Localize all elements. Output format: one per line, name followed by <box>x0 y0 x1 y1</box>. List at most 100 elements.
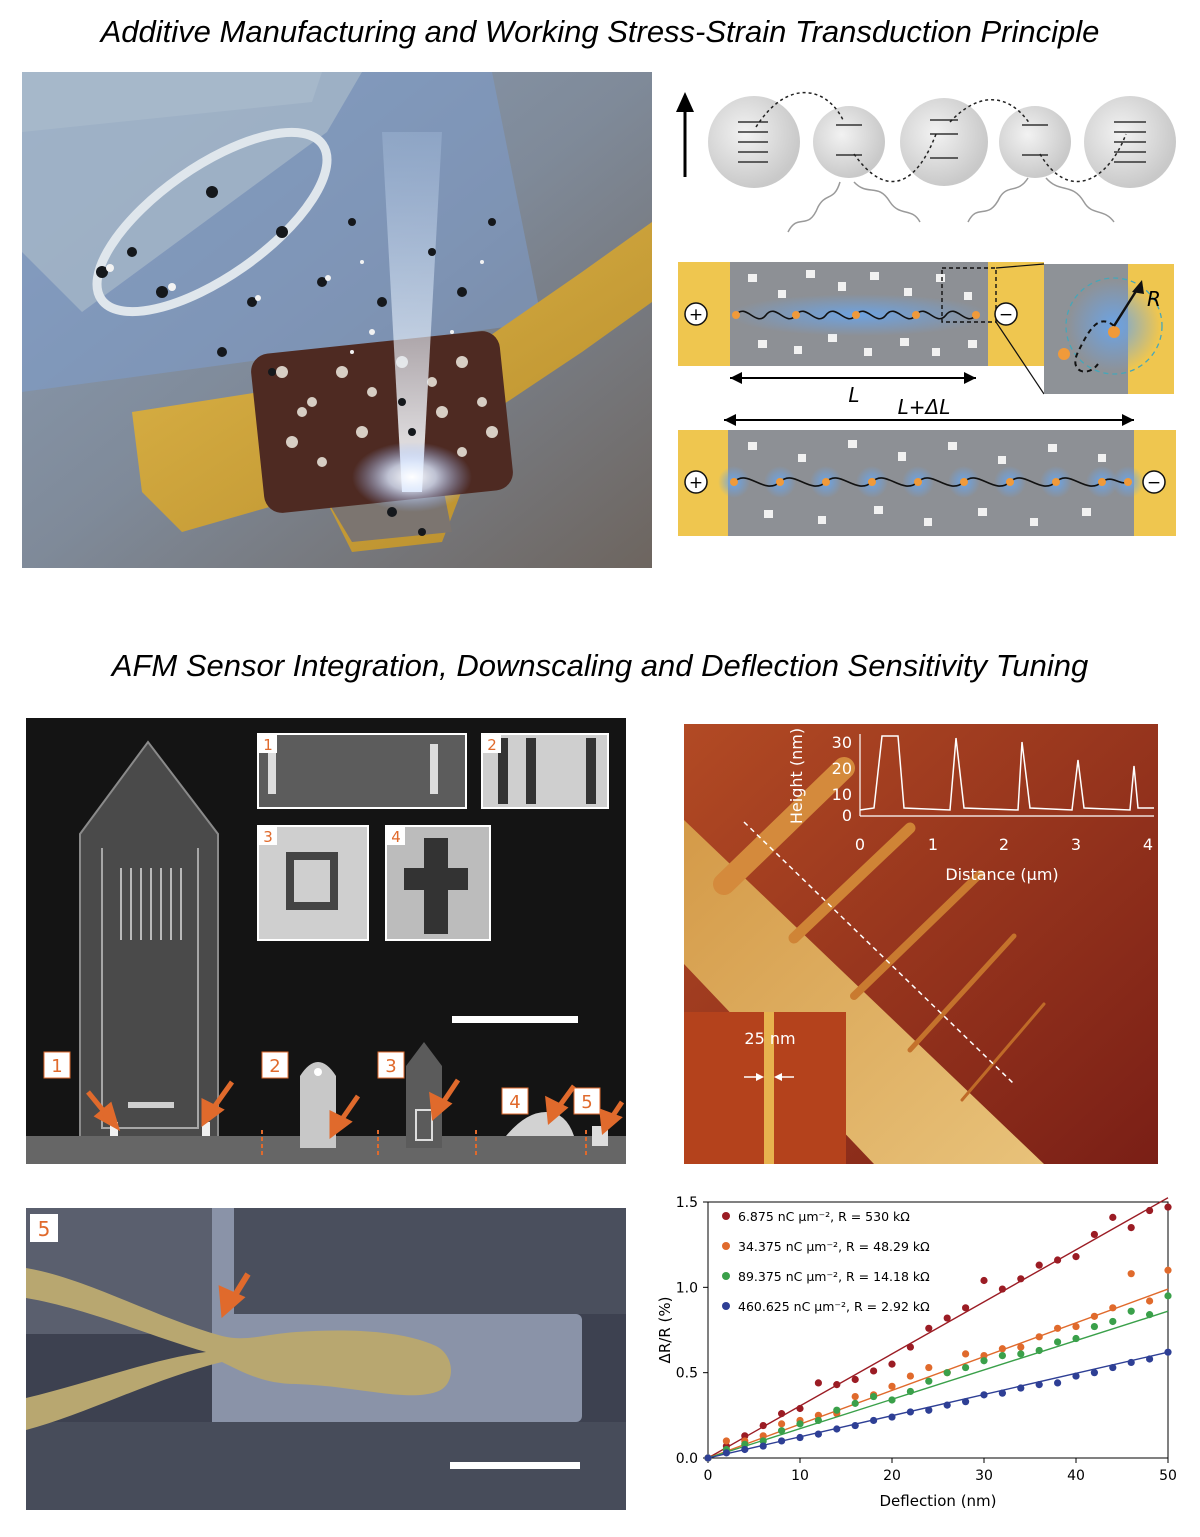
data-point <box>998 1389 1006 1397</box>
data-point <box>741 1432 749 1440</box>
data-point <box>1035 1333 1043 1341</box>
legend-label: 34.375 nC µm⁻², R = 48.29 kΩ <box>738 1239 930 1254</box>
data-point <box>778 1420 786 1428</box>
profile-ytick-0: 0 <box>842 806 852 825</box>
data-point <box>851 1392 859 1401</box>
data-point <box>759 1442 767 1450</box>
radius-label: R <box>1147 287 1161 311</box>
data-point <box>741 1445 749 1454</box>
data-point <box>998 1285 1006 1293</box>
sem-overview-image: 1 2 3 4 1 2 3 4 5 <box>26 718 626 1164</box>
data-point <box>1127 1270 1135 1278</box>
data-point <box>870 1367 878 1375</box>
data-point <box>796 1433 804 1442</box>
data-point <box>1072 1322 1080 1331</box>
data-point <box>1090 1312 1098 1320</box>
data-point <box>1109 1363 1117 1372</box>
y-tick-label: 0.5 <box>676 1366 698 1382</box>
data-point <box>962 1363 970 1372</box>
data-point <box>943 1401 951 1409</box>
data-point <box>1035 1381 1043 1389</box>
inset-number-1: 1 <box>263 736 273 754</box>
data-point <box>906 1387 914 1396</box>
data-point <box>759 1432 767 1440</box>
y-tick-label: 1.0 <box>676 1280 698 1296</box>
data-point <box>925 1406 933 1414</box>
data-point <box>1109 1304 1117 1312</box>
data-point <box>1054 1324 1062 1332</box>
afm-image: 0 10 20 30 0 1 2 3 4 Distance (µm) Heigh… <box>684 724 1158 1164</box>
data-point <box>778 1410 786 1418</box>
data-point <box>814 1379 822 1387</box>
data-point <box>1072 1372 1080 1380</box>
legend-marker <box>722 1272 730 1280</box>
minus-terminal-label-stretched: − <box>1147 473 1161 493</box>
scale-25nm-label: 25 nm <box>744 1029 795 1048</box>
fit-line <box>707 1197 1169 1459</box>
plus-terminal-label: + <box>689 305 703 325</box>
legend-label: 89.375 nC µm⁻², R = 14.18 kΩ <box>738 1269 930 1284</box>
data-point <box>1146 1297 1154 1305</box>
inset-number-3: 3 <box>263 828 273 846</box>
profile-xtick-4: 4 <box>1143 835 1153 854</box>
data-point <box>1090 1369 1098 1377</box>
data-point <box>1017 1384 1025 1392</box>
data-point <box>759 1421 767 1430</box>
data-point <box>962 1398 970 1406</box>
data-point <box>980 1352 988 1360</box>
x-axis-label: Deflection (nm) <box>879 1492 996 1510</box>
data-point <box>1146 1311 1154 1319</box>
data-point <box>998 1352 1006 1360</box>
data-point <box>870 1392 878 1401</box>
profile-ytick-20: 20 <box>832 759 852 778</box>
data-point <box>1164 1203 1172 1211</box>
profile-ylabel: Height (nm) <box>787 728 806 824</box>
data-point <box>962 1304 970 1312</box>
sensor-number-1: 1 <box>51 1056 62 1077</box>
data-point <box>833 1425 841 1433</box>
data-point <box>1146 1355 1154 1363</box>
data-point <box>925 1377 933 1385</box>
minus-terminal-label: − <box>999 305 1013 325</box>
fabrication-rendering <box>22 72 652 568</box>
data-point <box>1109 1317 1117 1326</box>
data-point <box>1109 1213 1117 1221</box>
data-point <box>1054 1338 1062 1346</box>
data-point <box>1035 1261 1043 1269</box>
legend-label: 6.875 nC µm⁻², R = 530 kΩ <box>738 1209 910 1224</box>
data-point <box>1017 1350 1025 1358</box>
data-point <box>962 1350 970 1358</box>
inset-number-4: 4 <box>391 828 401 846</box>
data-point <box>833 1406 841 1414</box>
profile-xlabel: Distance (µm) <box>945 865 1058 884</box>
data-point <box>1164 1266 1172 1274</box>
stretched-length-label: L+ΔL <box>898 395 951 419</box>
data-point <box>1017 1275 1025 1283</box>
data-point <box>1146 1206 1154 1215</box>
data-point <box>1164 1348 1172 1356</box>
x-tick-label: 50 <box>1159 1468 1177 1484</box>
data-point <box>888 1396 896 1404</box>
fit-line <box>707 1310 1169 1459</box>
data-point <box>1054 1256 1062 1264</box>
data-point <box>925 1324 933 1332</box>
data-point <box>1035 1346 1043 1355</box>
data-point <box>906 1343 914 1351</box>
data-point <box>778 1437 786 1445</box>
data-point <box>888 1382 896 1390</box>
x-tick-label: 30 <box>975 1468 993 1484</box>
legend-label: 460.625 nC µm⁻², R = 2.92 kΩ <box>738 1299 930 1314</box>
data-point <box>925 1363 933 1372</box>
data-point <box>888 1360 896 1368</box>
data-point <box>943 1369 951 1377</box>
sem-zoom-number: 5 <box>38 1217 51 1241</box>
x-tick-label: 10 <box>791 1468 809 1484</box>
fit-line <box>707 1288 1169 1459</box>
data-point <box>722 1449 730 1457</box>
data-point <box>980 1391 988 1399</box>
figure-title-top: Additive Manufacturing and Working Stres… <box>100 14 1100 49</box>
data-point <box>851 1399 859 1407</box>
x-tick-label: 40 <box>1067 1468 1085 1484</box>
x-tick-label: 20 <box>883 1468 901 1484</box>
legend-marker <box>722 1302 730 1310</box>
